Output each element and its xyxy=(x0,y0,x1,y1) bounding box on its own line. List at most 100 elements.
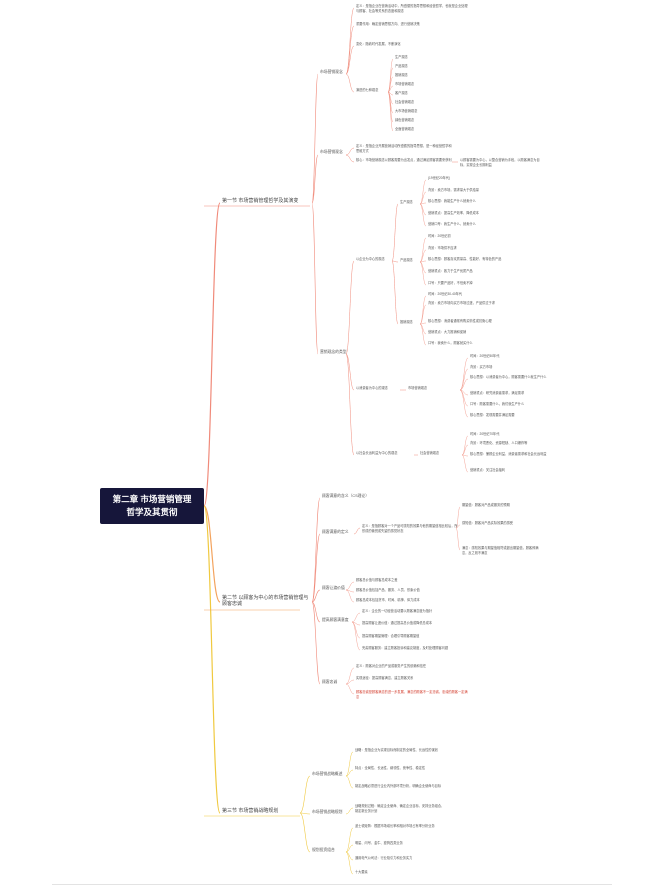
connector-line xyxy=(461,444,469,456)
s2-loyalty-item: 实现途径：提高顾客满意、建立顾客关系 xyxy=(356,676,414,680)
connector-line xyxy=(387,76,394,93)
connector-line xyxy=(387,58,394,93)
s1-market-concept[interactable]: 市场营销观念 xyxy=(408,386,428,390)
s1-production[interactable]: 生产观念 xyxy=(400,200,413,204)
connector-line xyxy=(299,812,311,815)
connector-line xyxy=(345,851,354,875)
s1-market-item: 核心思想：发现需要并满足需要 xyxy=(470,413,515,417)
s1-social-item: 核心思想：兼顾企业利益、消费者需求和社会长远利益 xyxy=(470,452,547,456)
s1-product-item: 营销重点：致力于生产优质产品 xyxy=(428,269,473,273)
s1-concept-item: 重要作用：确定营销思想方向、进行营销决策 xyxy=(356,22,420,26)
connector-line xyxy=(311,202,319,355)
s3-portfolio-item: 明星、问号、金牛、瘦狗四类业务 xyxy=(355,841,403,845)
connector-line xyxy=(299,775,311,814)
connector-line xyxy=(299,812,311,853)
connector-line xyxy=(351,621,361,651)
s1-product[interactable]: 产品观念 xyxy=(400,258,413,262)
connector-line xyxy=(351,612,361,623)
s2-satisfaction-meaning[interactable]: 顾客满意的含义（CS理论） xyxy=(322,494,370,498)
connector-line xyxy=(419,202,427,205)
s1-group-enterprise[interactable]: 以企业为中心的观念 xyxy=(356,257,385,261)
s1-marketing-note: 以顾客需要为中心，以整合营销为手段，以顾客满意为目标，实现企业长期利益 xyxy=(460,158,540,167)
s2-value-item: 顾客总成本包括货币、时间、精神、体力成本 xyxy=(356,598,420,602)
s1-selling-item: 核心思想：消费者通常有购买惰性或抗衡心理 xyxy=(428,319,492,323)
connector-line xyxy=(455,506,461,529)
connector-line xyxy=(345,683,355,695)
s2-improve-item: 提高顾客让渡价值：通过提高总价值或降低总成本 xyxy=(362,621,433,625)
connector-line xyxy=(345,807,354,815)
connector-line xyxy=(419,261,427,274)
s2-def-item: 感知值：顾客对产品实际效果的感受 xyxy=(462,521,513,525)
s3-overview-item: 战略：是指企业为实现目标而制定的全局性、长远性的谋划 xyxy=(355,748,438,752)
s3-portfolio[interactable]: 规划投资组合 xyxy=(312,848,335,852)
s2-improve-item: 完善顾客服务：建立顾客投诉和建议制度，及时处理顾客问题 xyxy=(362,646,449,650)
s1-branch-types[interactable]: 营销观念的类型 xyxy=(320,350,347,354)
s1-group-society[interactable]: 以社会长远利益为中心的观念 xyxy=(356,451,398,455)
s2-loyalty-item: 定义：顾客对企业的产品或服务产生的依赖和信任 xyxy=(356,664,427,668)
s1-selling-item: 营销重点：大力推销和促销 xyxy=(428,330,467,334)
connector-line xyxy=(419,179,427,205)
s1-production-item: 营销重点：提高生产效率、降低成本 xyxy=(428,211,479,215)
s1-production-item: (19世纪20年代) xyxy=(428,176,450,180)
connector-line xyxy=(345,25,355,75)
connector-line xyxy=(391,260,399,325)
connector-line xyxy=(345,769,354,777)
connector-line xyxy=(387,91,394,132)
section-3-title[interactable]: 第三节 市场营销战略规划 xyxy=(222,808,279,814)
s2-improve-item: 提高顾客期望管理：合理引导顾客期望值 xyxy=(362,634,420,638)
s1-product-item: 核心思想：顾客喜欢质量高、性能好、有特色的产品 xyxy=(428,257,502,261)
s1-branch-marketing[interactable]: 市场营销观念 xyxy=(320,150,343,154)
s1-concept-item: 变化：随着时代发展，不断演化 xyxy=(356,42,401,46)
s3-portfolio-item: 波士顿矩阵：根据市场增长率和相对市场占有率分析业务 xyxy=(355,824,435,828)
connector-line xyxy=(345,667,355,685)
connector-line xyxy=(419,260,427,263)
s2-loyalty[interactable]: 顾客忠诚 xyxy=(322,680,338,684)
s2-delivered-value[interactable]: 顾客让渡价值 xyxy=(322,586,345,590)
s1-social-item: 背景：环境恶化、资源短缺、人口爆炸等 xyxy=(470,441,528,445)
s1-market-item: 口号：顾客需要什么，我们就生产什么 xyxy=(470,402,525,406)
root-title-line2: 哲学及其贯彻 xyxy=(126,507,178,517)
s1-group-consumer[interactable]: 以消费者为中心的观念 xyxy=(356,386,388,390)
connector-line xyxy=(311,589,321,603)
s1-market-item: 核心思想：以消费者为中心，顾客需要什么就生产什么 xyxy=(470,375,547,379)
s2-improve-item: 定义：企业的一切经营活动要以顾客满意度为指针 xyxy=(362,609,433,613)
connector-line xyxy=(419,203,427,227)
s1-social-item: 时间：20世纪70年代 xyxy=(470,432,500,436)
s1-selling[interactable]: 推销观念 xyxy=(400,320,413,324)
s3-strategy-overview[interactable]: 市场营销战略概述 xyxy=(312,772,343,776)
s2-def-item: 期望值：顾客对产品或服务的预期 xyxy=(462,503,510,507)
section-2-title[interactable]: 第二节 以顾客为中心的市场营销管理与顾客忠诚 xyxy=(222,595,309,607)
section-1-title[interactable]: 第一节 市场营销管理哲学及其演变 xyxy=(222,198,299,204)
connector-line xyxy=(455,524,461,529)
connector-line xyxy=(461,454,469,473)
connector-line xyxy=(461,435,469,456)
connector-line xyxy=(419,203,427,216)
s1-production-item: 核心思想：我能生产什么就卖什么 xyxy=(428,199,476,203)
s3-planning-item: 战略规划过程：确定企业使命、确定企业目标、安排业务组合、制定新业务计划 xyxy=(355,804,445,813)
footer-divider xyxy=(52,884,612,885)
s1-social-concept[interactable]: 社会营销观念 xyxy=(420,451,440,455)
s2-loyalty-note: 顾客忠诚是顾客满意的进一步发展，满意的顾客不一定忠诚，忠诚的顾客一定满意 xyxy=(356,690,468,699)
s1-concept-list-item: 推销观念 xyxy=(395,73,408,77)
s1-concept-list-label[interactable]: 演进的七种观念 xyxy=(356,88,379,92)
connector-line xyxy=(459,389,469,396)
connector-line xyxy=(345,45,355,75)
connector-line xyxy=(387,67,394,93)
connector-line xyxy=(387,85,394,93)
connector-line xyxy=(311,533,321,603)
s1-marketing-item: 核心：市场营销观念以顾客需要为出发点，通过满足顾客需要来获利 xyxy=(356,158,452,162)
s1-production-item: 背景：卖方市场，需求量大于供给量 xyxy=(428,188,479,192)
s2-improve-satisfaction[interactable]: 提高顾客满意度 xyxy=(322,618,349,622)
s1-branch-concept[interactable]: 市场营销观念 xyxy=(320,70,343,74)
connector-line xyxy=(419,304,427,325)
s3-strategy-planning[interactable]: 市场营销战略规划 xyxy=(312,810,343,814)
s1-concept-list-item: 客户观念 xyxy=(395,91,408,95)
connector-line xyxy=(345,679,355,685)
s2-value-item: 顾客总价值与顾客总成本之差 xyxy=(356,578,398,582)
connector-line xyxy=(419,323,427,335)
s2-satisfaction-def[interactable]: 顾客满意的定义 xyxy=(322,530,349,534)
root-node[interactable]: 第二章 市场营销管理 哲学及其贯彻 xyxy=(100,488,204,524)
s1-social-item: 营销重点：关注社会福利 xyxy=(470,468,506,472)
s2-satisfaction-def-text: 定义：是指顾客对一个产品可感知的效果与他的期望值相比较后，所形成的愉悦或失望的感… xyxy=(362,524,458,533)
connector-line xyxy=(311,73,319,204)
